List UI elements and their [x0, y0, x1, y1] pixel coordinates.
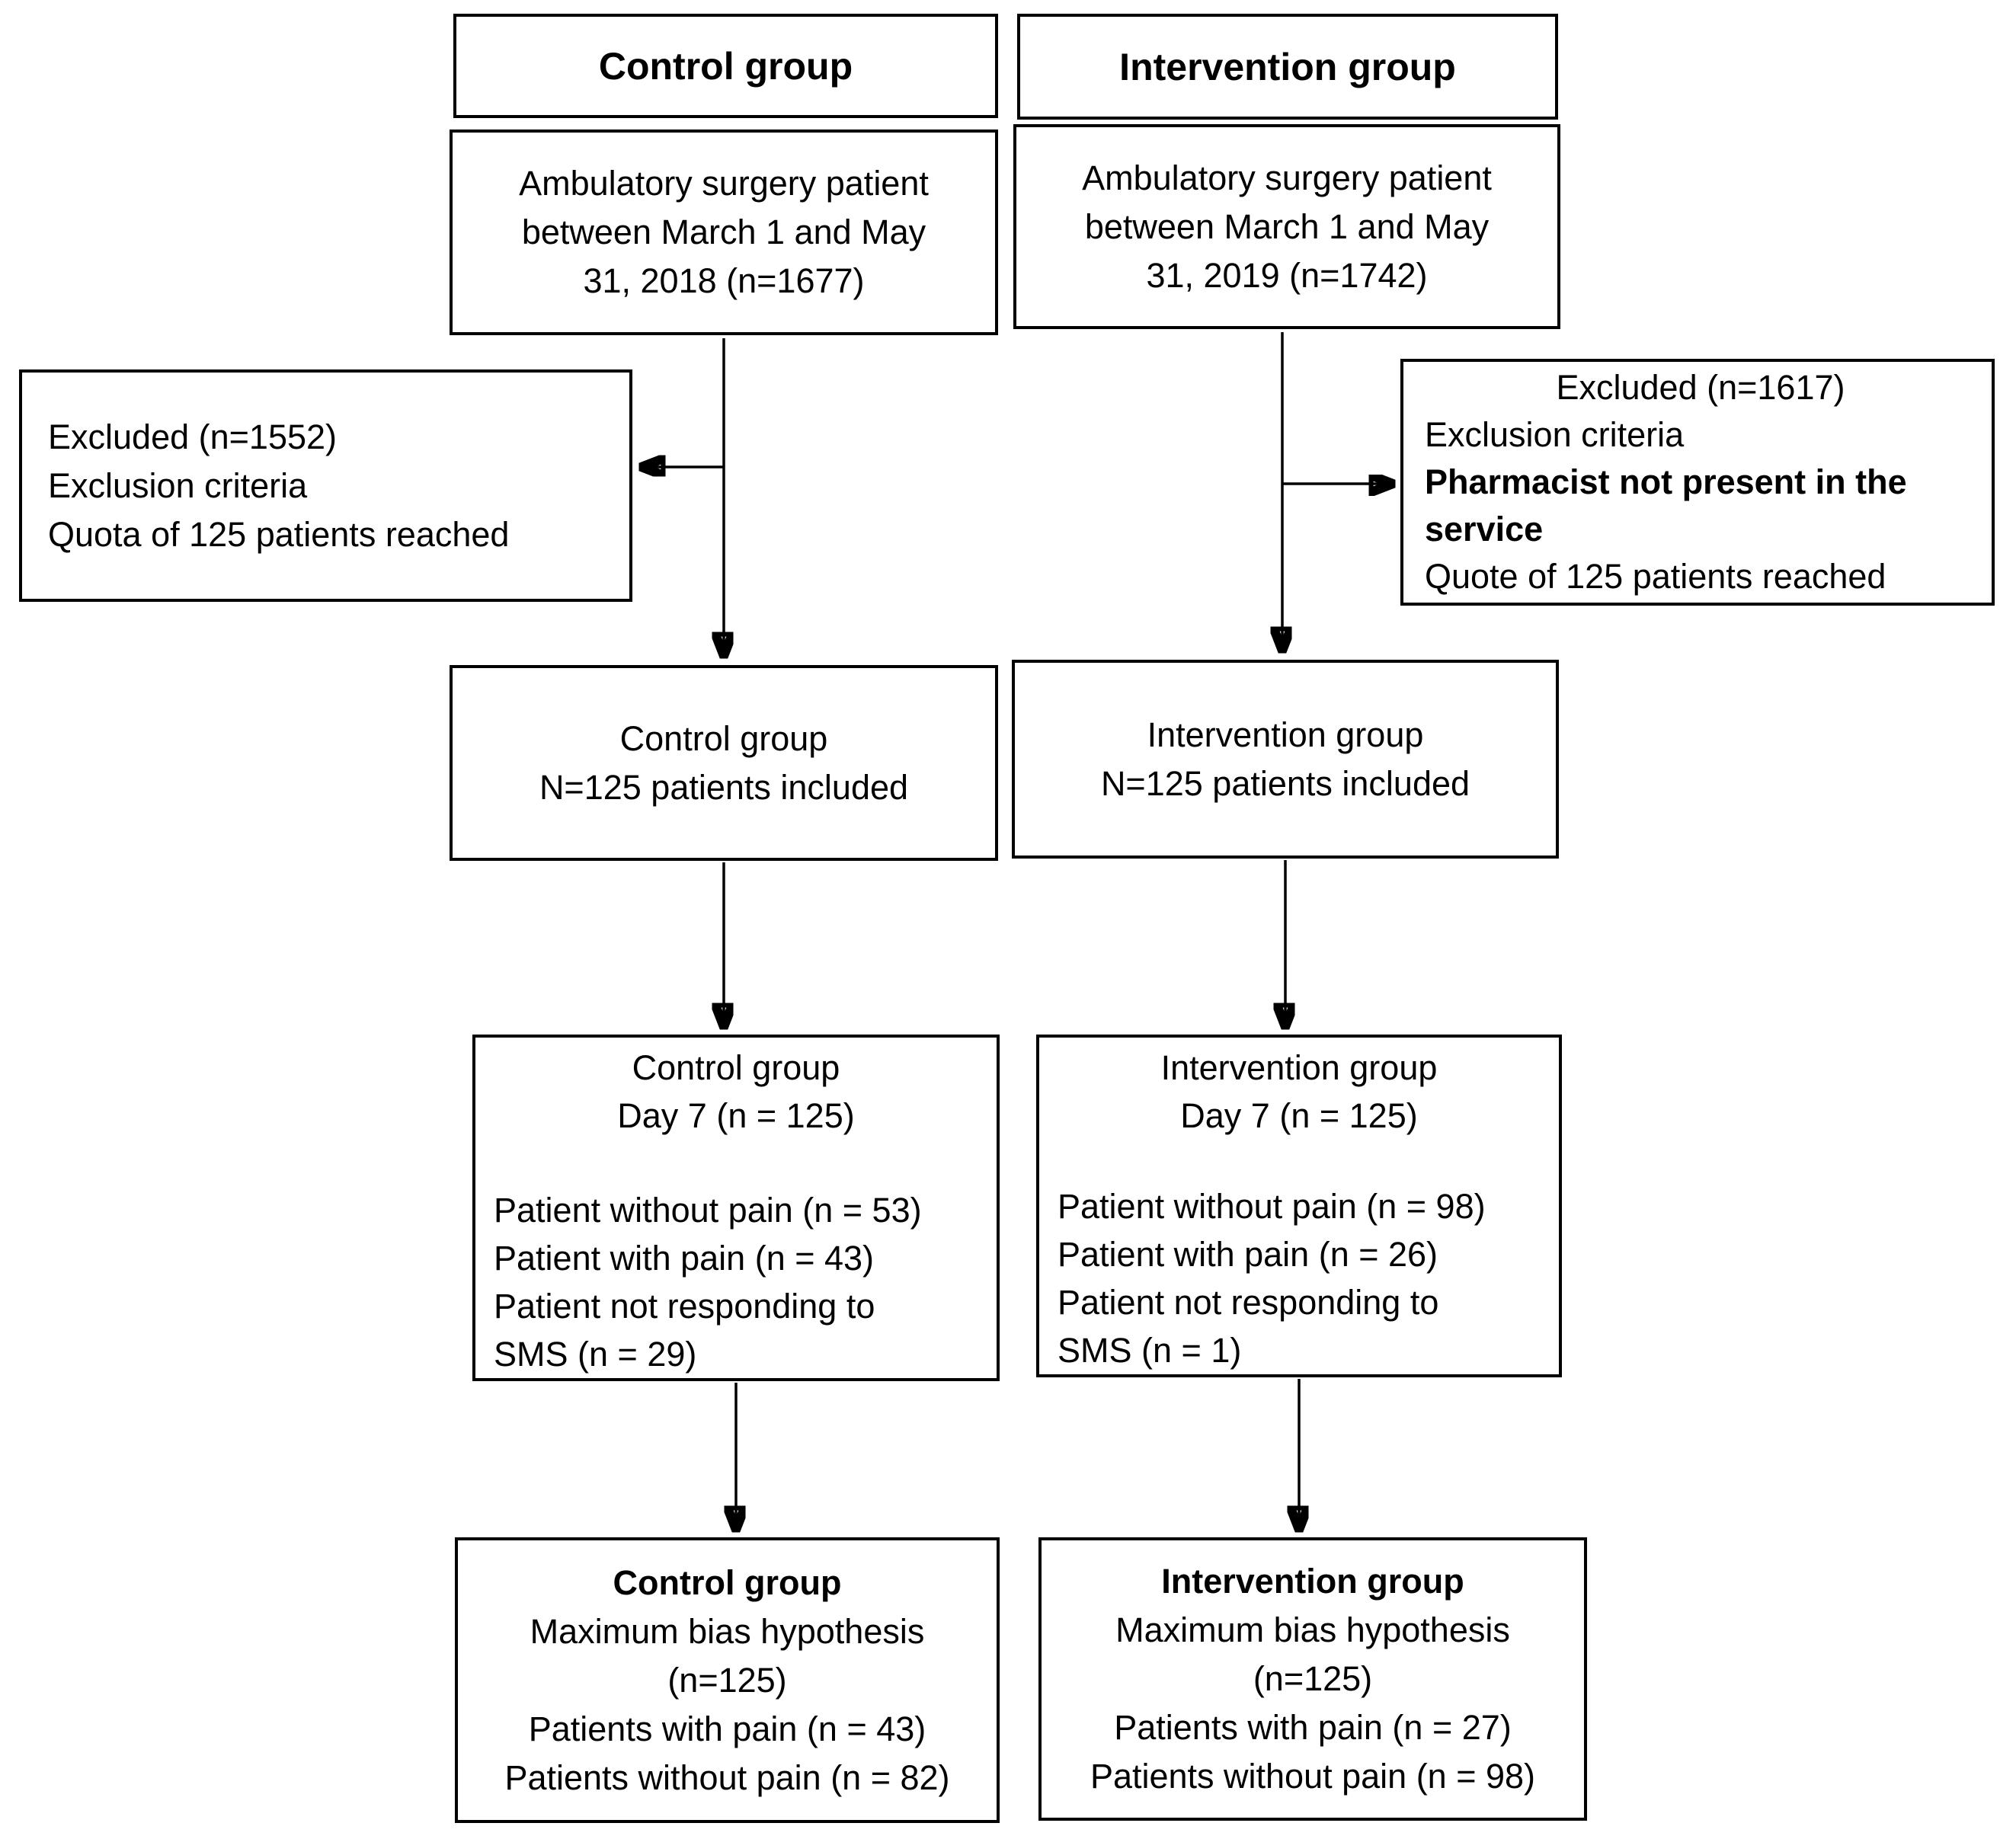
box-text-line: Patient with pain (n = 26) — [1058, 1235, 1438, 1274]
box-text-line: Control group — [619, 718, 828, 758]
box-text-line: Excluded (n=1617) — [1556, 368, 1845, 407]
box-text-line: service — [1425, 510, 1544, 549]
box-text-line: Ambulatory surgery patient — [1082, 158, 1492, 197]
box-text-line: Quote of 125 patients reached — [1425, 557, 1886, 596]
box-text-line: (n=125) — [1253, 1659, 1373, 1698]
box-text-line: N=125 patients included — [539, 767, 909, 807]
box-text-line: Day 7 (n = 125) — [617, 1096, 855, 1135]
control-header-box: Control group — [453, 14, 998, 118]
intervention-included-box: Intervention group N=125 patients includ… — [1012, 660, 1559, 859]
box-text-line: Patients with pain (n = 27) — [1114, 1708, 1512, 1747]
box-text-line: 31, 2019 (n=1742) — [1146, 255, 1428, 295]
control-final-box: Control group Maximum bias hypothesis (n… — [455, 1537, 1000, 1823]
box-text-line: Patient not responding to — [1058, 1283, 1439, 1322]
box-text-line: SMS (n = 1) — [1058, 1331, 1242, 1370]
intervention-excluded-box: Excluded (n=1617) Exclusion criteria Pha… — [1400, 359, 1995, 606]
box-text-line: Day 7 (n = 125) — [1180, 1096, 1418, 1135]
box-text-line: between March 1 and May — [1084, 206, 1490, 246]
box-text-line: Excluded (n=1552) — [48, 417, 338, 456]
box-text-line: Patients without pain (n = 98) — [1090, 1757, 1536, 1796]
blank-line — [1058, 1140, 1541, 1182]
box-text-line: Patients without pain (n = 82) — [504, 1757, 950, 1797]
intervention-header-label: Intervention group — [1119, 45, 1456, 88]
box-text-line: Patient without pain (n = 98) — [1058, 1187, 1486, 1226]
box-text-line: Intervention group — [1161, 1562, 1464, 1601]
intervention-header-box: Intervention group — [1017, 14, 1558, 120]
box-text-line: Intervention group — [1147, 715, 1424, 754]
box-text-line: Patient with pain (n = 43) — [494, 1239, 875, 1278]
box-text-line: between March 1 and May — [521, 213, 926, 251]
box-text-line: Patients with pain (n = 43) — [528, 1709, 926, 1748]
box-text-line: SMS (n = 29) — [494, 1335, 697, 1374]
control-excluded-box: Excluded (n=1552) Exclusion criteria Quo… — [19, 369, 632, 602]
box-text-line: 31, 2018 (n=1677) — [583, 261, 865, 300]
intervention-day7-box: Intervention group Day 7 (n = 125) Patie… — [1036, 1035, 1562, 1377]
box-text-line: Patient without pain (n = 53) — [494, 1191, 922, 1230]
control-enrollment-box: Ambulatory surgery patient between March… — [450, 130, 998, 335]
box-text-line: (n=125) — [667, 1660, 787, 1700]
box-text-line: Exclusion criteria — [1425, 415, 1685, 454]
box-text-line: Control group — [613, 1562, 842, 1602]
box-text-line: Maximum bias hypothesis — [1115, 1610, 1510, 1649]
box-text-line: Ambulatory surgery patient — [519, 164, 929, 203]
box-text-line: Maximum bias hypothesis — [530, 1611, 925, 1651]
box-text-line: Intervention group — [1160, 1048, 1438, 1087]
box-text-line: Pharmacist not present in the — [1425, 462, 1907, 501]
box-text-line: Control group — [632, 1048, 840, 1087]
intervention-enrollment-box: Ambulatory surgery patient between March… — [1013, 124, 1560, 329]
box-text-line: Quota of 125 patients reached — [48, 514, 510, 554]
control-day7-box: Control group Day 7 (n = 125) Patient wi… — [472, 1035, 1000, 1381]
box-text-line: Exclusion criteria — [48, 465, 308, 505]
blank-line — [494, 1140, 978, 1186]
control-header-label: Control group — [598, 44, 853, 88]
control-included-box: Control group N=125 patients included — [450, 665, 998, 861]
intervention-final-box: Intervention group Maximum bias hypothes… — [1038, 1537, 1587, 1821]
box-text-line: N=125 patients included — [1100, 763, 1470, 803]
box-text-line: Patient not responding to — [494, 1287, 875, 1326]
